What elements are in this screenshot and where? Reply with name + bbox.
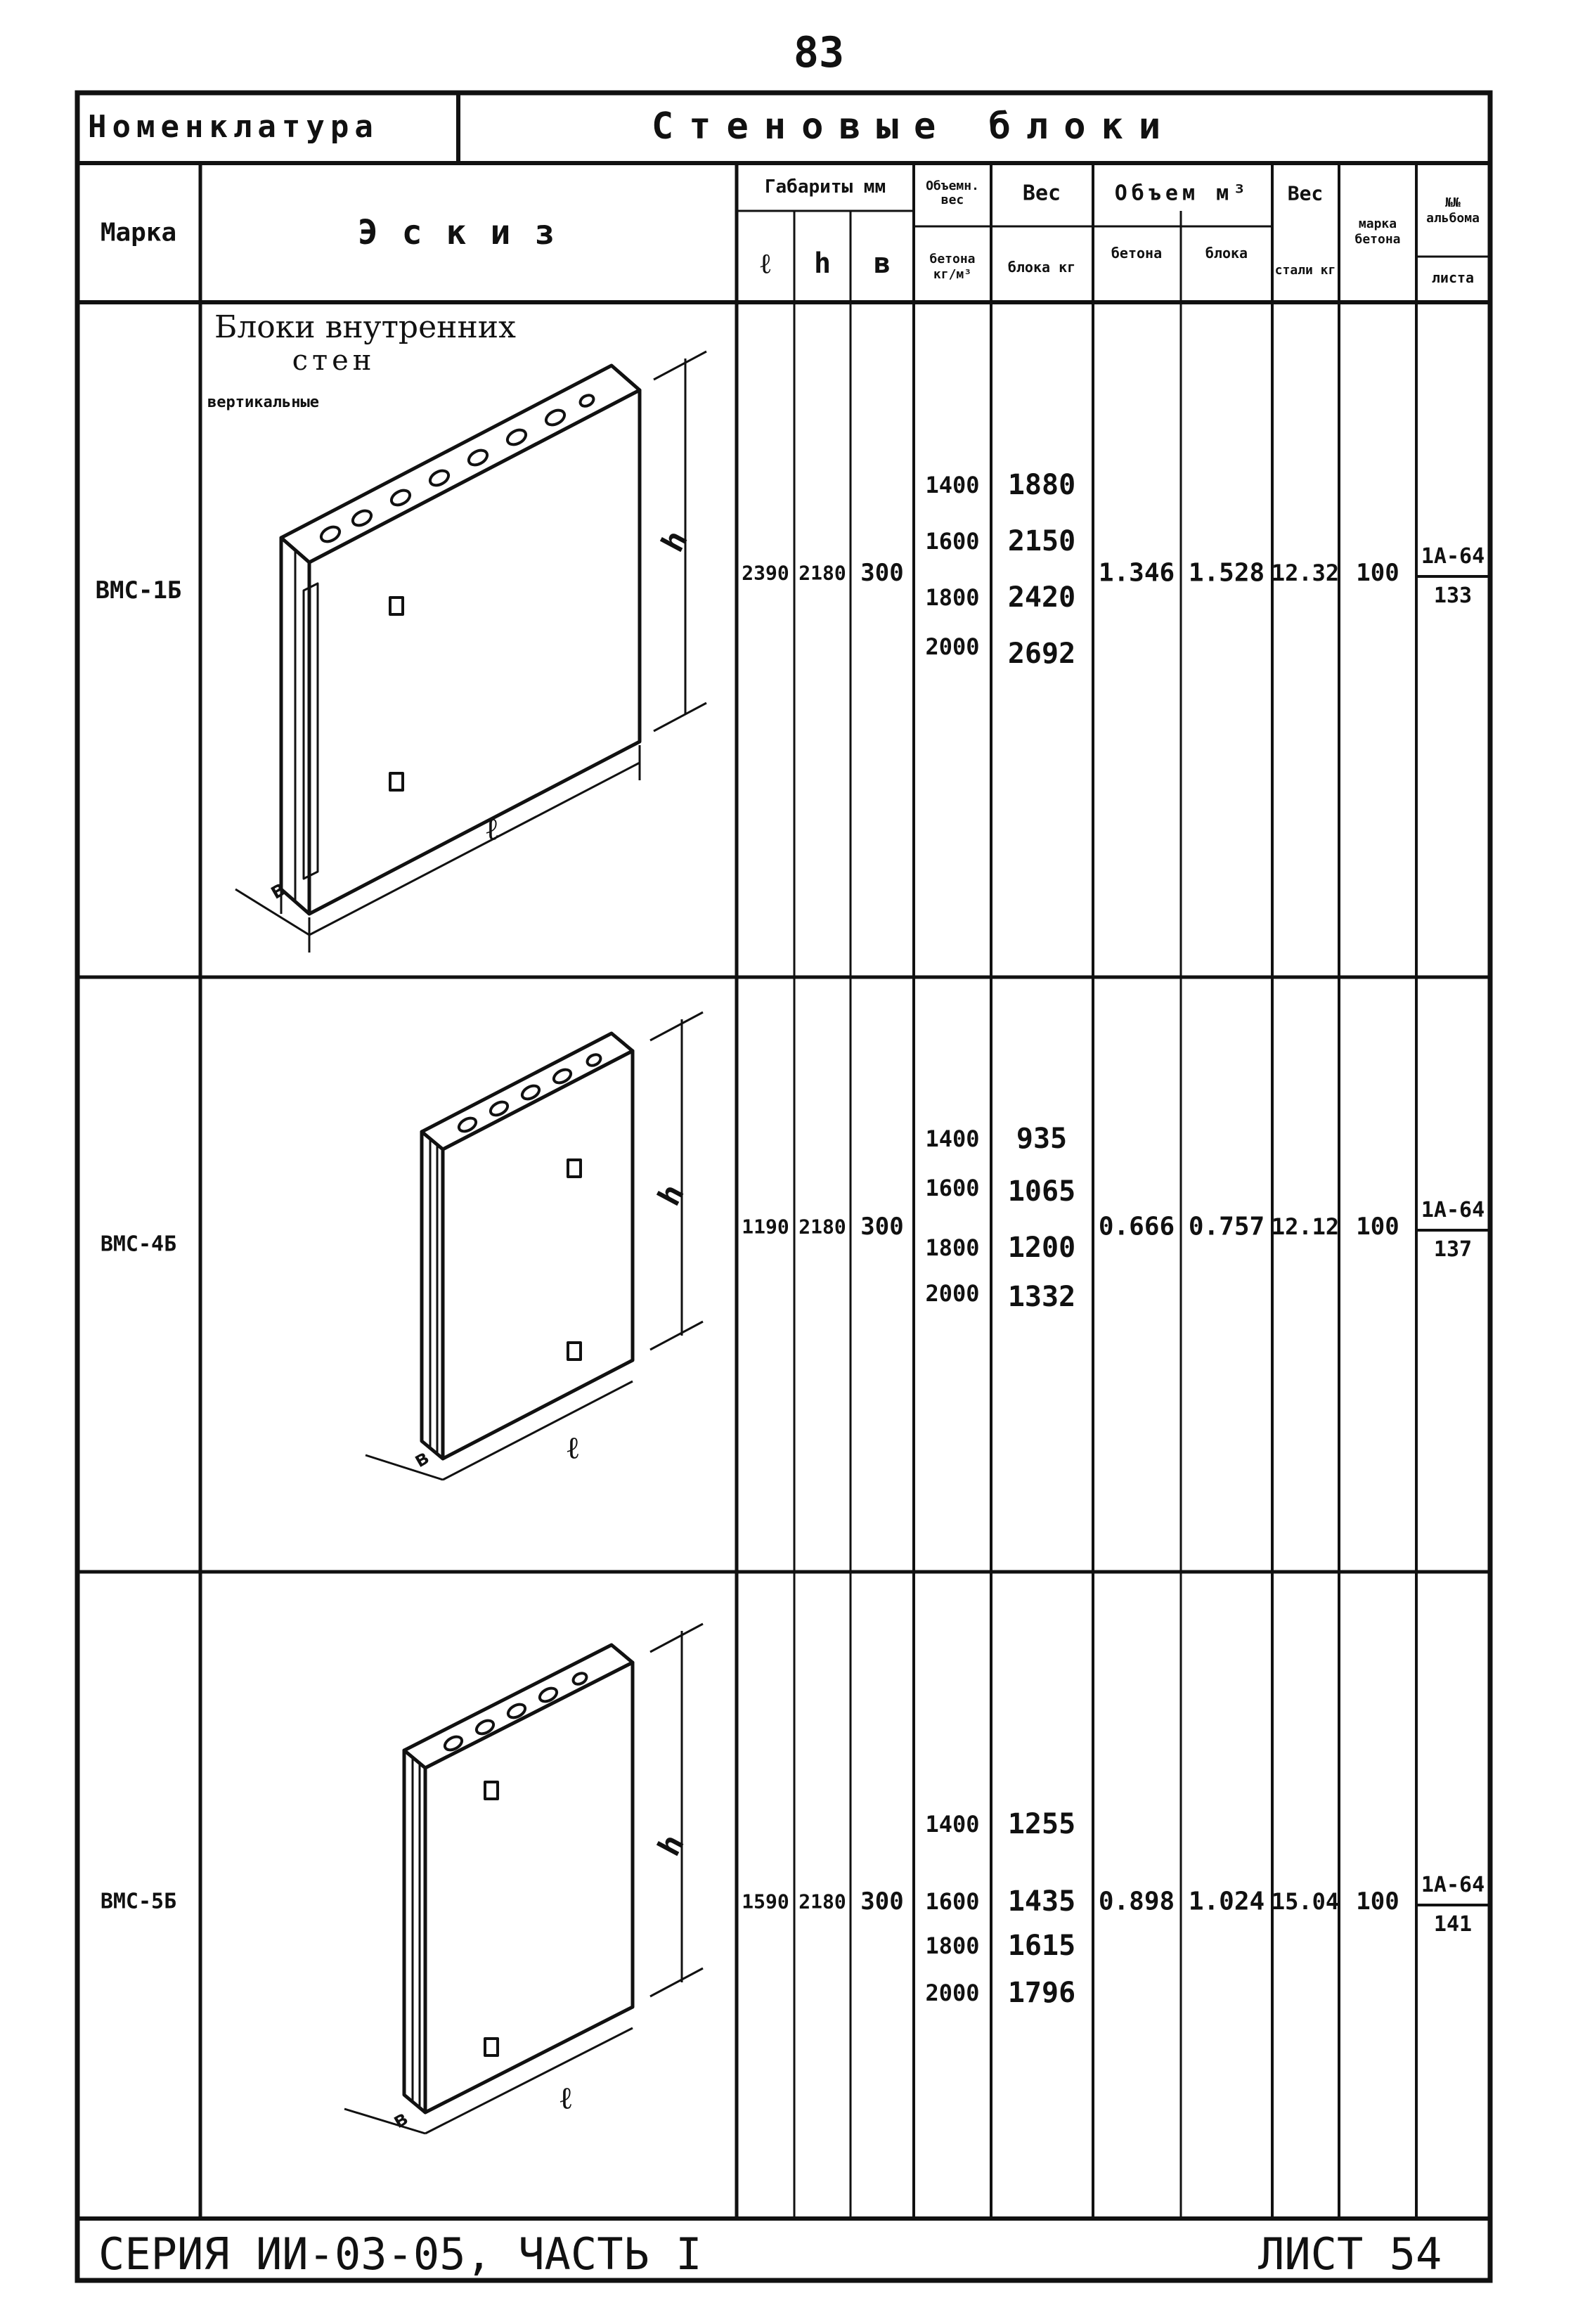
dim-label-l-3: ℓ bbox=[560, 2080, 572, 2117]
row-2-album-sheet: 1А-64 137 bbox=[1416, 1195, 1489, 1265]
block-sketch-1 bbox=[235, 350, 707, 953]
row-3-density-3: 1800 bbox=[925, 1932, 980, 1959]
row-3-weight-3: 1615 bbox=[1007, 1930, 1076, 1962]
row-1-album: 1А-64 bbox=[1416, 541, 1489, 578]
row-1-density-2: 1600 bbox=[925, 528, 980, 555]
row-3-density-4: 2000 bbox=[925, 1980, 980, 2006]
row-1-density-4: 2000 bbox=[925, 633, 980, 660]
row-2-b: 300 bbox=[860, 1213, 904, 1241]
row-1-steel: 12.32 bbox=[1271, 560, 1340, 586]
row-2-vol-concrete: 0.666 bbox=[1098, 1212, 1175, 1241]
row-3-grade: 100 bbox=[1356, 1887, 1399, 1916]
col-header-album-top: №№ альбома bbox=[1426, 195, 1480, 226]
row-3-weight-1: 1255 bbox=[1007, 1808, 1076, 1840]
row-2-vol-block: 0.757 bbox=[1188, 1212, 1265, 1241]
col-header-dimensions: Габариты мм bbox=[764, 176, 886, 198]
row-1-weight-1: 1880 bbox=[1007, 469, 1076, 501]
row-1-weight-4: 2692 bbox=[1007, 638, 1076, 670]
page-number: 83 bbox=[793, 28, 845, 77]
row-1-vol-concrete: 1.346 bbox=[1098, 558, 1175, 588]
row-2-weight-1: 935 bbox=[1016, 1123, 1068, 1155]
col-header-weight-top: Вес bbox=[1022, 181, 1061, 206]
nomenclature-label: Номенклатура bbox=[88, 109, 379, 145]
row-3-h: 2180 bbox=[798, 1890, 846, 1913]
row-1-weight-3: 2420 bbox=[1007, 581, 1076, 614]
row-3-steel: 15.04 bbox=[1271, 1888, 1340, 1915]
footer-sheet: ЛИСТ 54 bbox=[1258, 2228, 1442, 2280]
row-3-vol-concrete: 0.898 bbox=[1098, 1887, 1175, 1916]
row-3-weight-2: 1435 bbox=[1007, 1885, 1076, 1918]
col-header-weight-bottom: блока кг bbox=[1007, 259, 1076, 276]
block-sketch-2 bbox=[365, 1011, 704, 1481]
row-2-density-3: 1800 bbox=[925, 1234, 980, 1261]
row-2-density-1: 1400 bbox=[925, 1125, 980, 1152]
row-1-density-3: 1800 bbox=[925, 584, 980, 611]
dim-label-l-2: ℓ bbox=[567, 1430, 579, 1466]
row-3-l: 1590 bbox=[742, 1890, 789, 1913]
sketch-caption-line2: стен bbox=[292, 344, 376, 377]
row-2-mark: ВМС-4Б bbox=[100, 1232, 177, 1257]
row-2-weight-2: 1065 bbox=[1007, 1175, 1076, 1208]
row-3-sheet: 141 bbox=[1433, 1912, 1473, 1937]
col-header-h: h bbox=[813, 247, 832, 280]
row-3-vol-block: 1.024 bbox=[1188, 1887, 1265, 1916]
sketch-caption-line1: Блоки внутренних bbox=[214, 309, 516, 345]
row-3-album-sheet: 1А-64 141 bbox=[1416, 1870, 1489, 1940]
section-title: Стеновые блоки bbox=[651, 105, 1177, 148]
col-header-volume: Объем м³ bbox=[1114, 181, 1250, 206]
row-1-weight-2: 2150 bbox=[1007, 525, 1076, 557]
row-3-density-1: 1400 bbox=[925, 1811, 980, 1838]
col-header-mark: Марка bbox=[100, 218, 177, 247]
row-1-grade: 100 bbox=[1356, 559, 1399, 587]
row-2-weight-3: 1200 bbox=[1007, 1232, 1076, 1264]
col-header-b: в bbox=[873, 247, 891, 280]
col-header-sketch: Эскиз bbox=[357, 213, 579, 252]
row-2-density-4: 2000 bbox=[925, 1280, 980, 1307]
row-2-steel: 12.12 bbox=[1271, 1213, 1340, 1240]
sketch-caption-line3: вертикальные bbox=[207, 394, 319, 411]
row-1-l: 2390 bbox=[742, 561, 789, 585]
row-3-density-2: 1600 bbox=[925, 1888, 980, 1915]
footer-series: СЕРИЯ ИИ-03-05, ЧАСТЬ I bbox=[98, 2228, 702, 2280]
col-header-vol-weight-top: Объемн. вес bbox=[926, 179, 979, 207]
row-2-l: 1190 bbox=[742, 1215, 789, 1239]
row-1-vol-block: 1.528 bbox=[1188, 558, 1265, 588]
row-2-h: 2180 bbox=[798, 1215, 846, 1239]
col-header-album-bottom: листа bbox=[1431, 269, 1475, 286]
row-2-sheet: 137 bbox=[1433, 1237, 1473, 1262]
col-header-steel-bottom: стали кг bbox=[1274, 263, 1336, 278]
col-header-vol-weight-bottom: бетона кг/м³ bbox=[929, 252, 976, 282]
col-header-grade: марка бетона bbox=[1354, 217, 1401, 247]
row-2-weight-4: 1332 bbox=[1007, 1281, 1076, 1313]
col-header-vol-block: блока bbox=[1205, 245, 1248, 262]
col-header-vol-concrete: бетона bbox=[1111, 245, 1163, 262]
row-2-density-2: 1600 bbox=[925, 1175, 980, 1201]
row-1-album-sheet: 1А-64 133 bbox=[1416, 541, 1489, 612]
row-2-grade: 100 bbox=[1356, 1213, 1399, 1241]
row-1-b: 300 bbox=[860, 559, 904, 587]
row-3-weight-4: 1796 bbox=[1007, 1977, 1076, 2009]
col-header-steel-top: Вес bbox=[1287, 181, 1324, 205]
row-2-album: 1А-64 bbox=[1416, 1195, 1489, 1232]
row-1-density-1: 1400 bbox=[925, 472, 980, 498]
row-3-album: 1А-64 bbox=[1416, 1870, 1489, 1906]
row-1-sheet: 133 bbox=[1433, 583, 1473, 608]
dim-label-l-1: ℓ bbox=[486, 811, 498, 848]
col-header-l: ℓ bbox=[760, 247, 771, 280]
block-sketch-3 bbox=[344, 1622, 704, 2135]
row-1-h: 2180 bbox=[798, 561, 846, 585]
row-3-mark: ВМС-5Б bbox=[100, 1889, 177, 1914]
row-3-b: 300 bbox=[860, 1887, 904, 1916]
row-1-mark: ВМС-1Б bbox=[95, 576, 182, 605]
